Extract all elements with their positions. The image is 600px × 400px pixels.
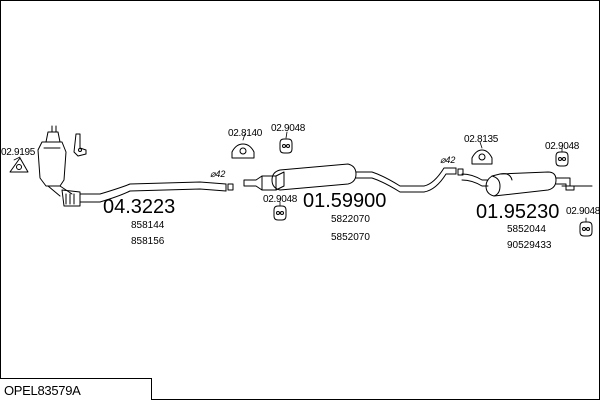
leader-lines <box>13 131 587 223</box>
gasket-front-label: 02.9195 <box>1 147 36 158</box>
rear-silencer-oem-2: 90529433 <box>507 240 552 251</box>
rear-silencer-part-number: 01.95230 <box>476 201 560 223</box>
rear-silencer <box>461 171 593 197</box>
rubber-1-label: 02.9048 <box>271 123 306 134</box>
rubber-mount-4 <box>579 221 593 237</box>
front-gasket <box>9 157 29 173</box>
rubber-mount-1 <box>279 138 293 154</box>
diameter-1-label: ⌀42 <box>210 169 226 179</box>
catalyst-bracket <box>73 133 87 157</box>
hanger-02-8135 <box>471 149 493 165</box>
middle-silencer-part-number: 01.59900 <box>303 190 387 212</box>
catalytic-converter <box>37 125 81 207</box>
front-pipe-part-number: 04.3223 <box>103 196 176 218</box>
reference-box: OPEL83579A <box>0 378 152 400</box>
front-pipe <box>79 181 234 203</box>
rubber-2-label: 02.9048 <box>263 194 298 205</box>
middle-silencer <box>243 163 464 193</box>
middle-silencer-oem-1: 5822070 <box>331 214 370 225</box>
hanger-1-label: 02.8140 <box>228 128 263 139</box>
front-pipe-oem-2: 858156 <box>131 236 165 247</box>
diameter-2-label: ⌀42 <box>440 155 456 165</box>
middle-silencer-oem-2: 5852070 <box>331 232 370 243</box>
rubber-mount-3 <box>555 151 569 167</box>
rubber-mount-2 <box>273 205 287 221</box>
front-pipe-oem-1: 858144 <box>131 220 165 231</box>
reference-code: OPEL83579A <box>4 383 81 398</box>
rubber-3-label: 02.9048 <box>545 141 580 152</box>
hanger-2-label: 02.8135 <box>464 134 499 145</box>
rubber-4-label: 02.9048 <box>566 206 600 217</box>
hanger-02-8140 <box>231 143 255 159</box>
rear-silencer-oem-1: 5852044 <box>507 224 546 235</box>
